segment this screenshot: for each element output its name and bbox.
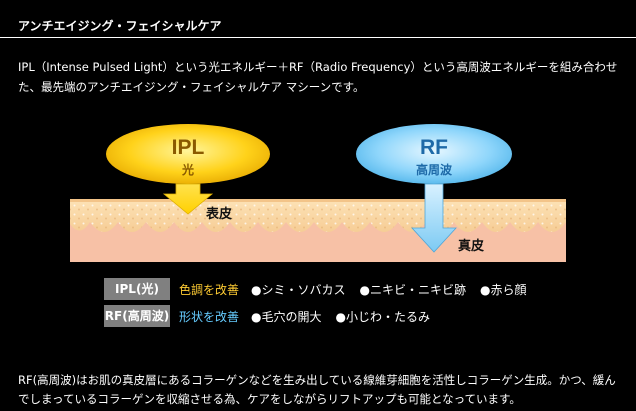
skin-diagram-svg: IPL 光 RF 高周波 表皮 真皮	[70, 124, 566, 262]
dermis-label: 真皮	[458, 238, 484, 254]
ipl-sub-label: 光	[181, 162, 194, 177]
epidermis-label: 表皮	[205, 206, 232, 222]
ipl-arrow	[162, 183, 214, 215]
effects-legend: IPL(光) 色調を改善 ●シミ・ソバカス ●ニキビ・ニキビ跡 ●赤ら顔 RF(高周…	[104, 278, 624, 332]
rf-sub-label: 高周波	[416, 162, 453, 177]
legend-item: ●小じわ・たるみ	[335, 310, 430, 324]
skin-surface	[70, 199, 566, 202]
legend-item: ●シミ・ソバカス	[251, 283, 346, 297]
legend-badge-ipl: IPL(光)	[104, 278, 170, 300]
legend-item: ●赤ら顔	[479, 283, 527, 297]
legend-item: ●ニキビ・ニキビ跡	[359, 283, 466, 297]
intro-text: IPL（Intense Pulsed Light）という光エネルギー＋RF（Ra…	[18, 60, 618, 94]
rf-arrow	[411, 183, 457, 253]
rf-label: RF	[420, 136, 448, 159]
ipl-ellipse	[106, 124, 270, 184]
section-title: アンチエイジング・フェイシャルケア	[18, 19, 222, 33]
skin-diagram: IPL 光 RF 高周波 表皮 真皮	[0, 122, 636, 272]
legend-items-ipl: ●シミ・ソバカス ●ニキビ・ニキビ跡 ●赤ら顔	[251, 281, 540, 298]
legend-row-ipl: IPL(光) 色調を改善 ●シミ・ソバカス ●ニキビ・ニキビ跡 ●赤ら顔	[104, 278, 624, 300]
legend-effect-ipl: 色調を改善	[179, 283, 240, 297]
ipl-label: IPL	[172, 136, 205, 159]
legend-badge-rf: RF(高周波)	[104, 305, 170, 327]
footer-text: RF(高周波)はお肌の真皮層にあるコラーゲンなどを生み出している線維芽細胞を活性…	[18, 373, 616, 406]
rf-ellipse	[356, 124, 512, 184]
legend-effect-rf: 形状を改善	[179, 310, 240, 324]
header-divider	[0, 37, 636, 38]
legend-item: ●毛穴の開大	[251, 310, 322, 324]
legend-items-rf: ●毛穴の開大 ●小じわ・たるみ	[251, 308, 444, 325]
section-header: アンチエイジング・フェイシャルケア	[0, 14, 636, 38]
legend-row-rf: RF(高周波) 形状を改善 ●毛穴の開大 ●小じわ・たるみ	[104, 305, 624, 327]
